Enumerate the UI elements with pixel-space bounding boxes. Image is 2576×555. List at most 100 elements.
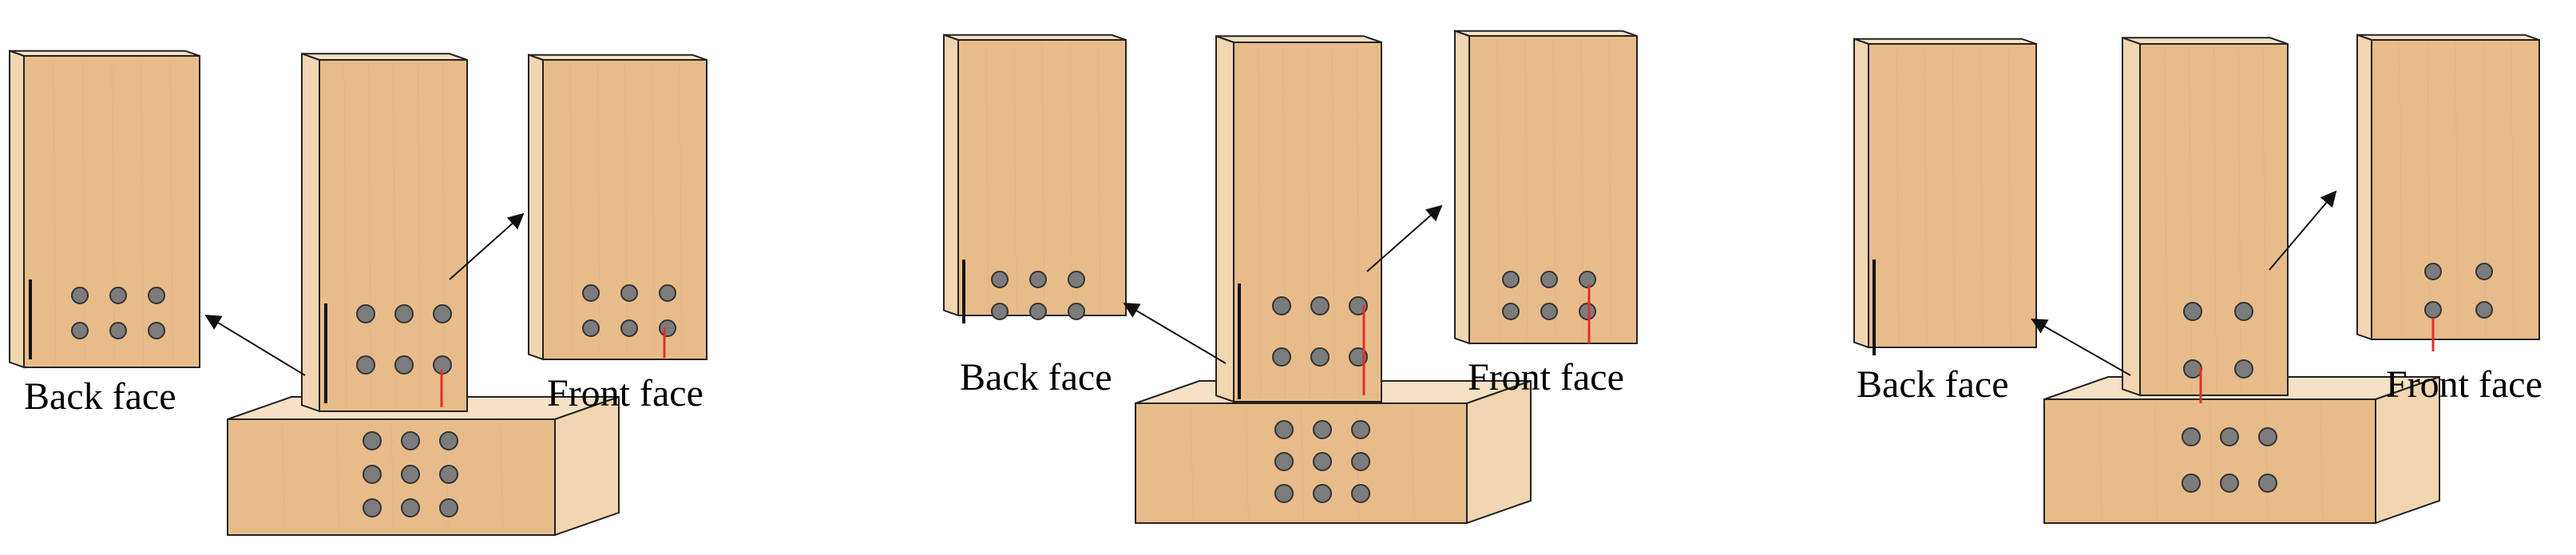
pattern-c-front-face-front xyxy=(2371,39,2540,340)
pattern-a-front-face-hole xyxy=(620,319,638,337)
pattern-a-front-face-hole xyxy=(659,284,676,302)
pattern-b-back-face xyxy=(943,34,1127,317)
pattern-b-column-top xyxy=(1215,35,1382,43)
pattern-c-back-face-side xyxy=(1853,38,1869,349)
pattern-a-column-grain xyxy=(393,62,396,409)
pattern-b-column-front xyxy=(1233,42,1382,402)
pattern-a-beam-hole xyxy=(363,465,382,484)
pattern-c-column-grain xyxy=(2189,46,2193,393)
pattern-c-beam-grain xyxy=(2098,402,2102,521)
pattern-b-beam-hole xyxy=(1274,452,1294,471)
pattern-c-beam-grain xyxy=(2265,402,2269,521)
pattern-c-back-face-grain xyxy=(1924,46,1928,345)
pattern-b-back-face-hole xyxy=(991,303,1009,320)
pattern-a-column-hole xyxy=(433,304,452,323)
pattern-b-arrow-front xyxy=(1366,204,1443,272)
pattern-a-back-face-grain xyxy=(53,58,57,365)
pattern-a-back-face-grain xyxy=(111,58,115,365)
pattern-b-beam-hole xyxy=(1313,420,1332,439)
pattern-a-column-grain xyxy=(442,62,446,409)
pattern-a-beam-grain xyxy=(500,422,504,533)
pattern-c-column-top xyxy=(2122,37,2289,45)
pattern-a-back-face-grain xyxy=(141,58,145,365)
pattern-a-back-face-grain xyxy=(169,58,173,365)
pattern-c-column-grain xyxy=(2213,46,2217,393)
pattern-a-column-grain xyxy=(417,62,421,409)
pattern-b-beam-hole xyxy=(1313,452,1332,471)
pattern-b-beam-hole xyxy=(1313,484,1332,503)
pattern-a-back-face-hole xyxy=(148,322,165,339)
pattern-c-front-label: Front face xyxy=(2386,363,2542,406)
pattern-a-column-grain xyxy=(343,62,347,409)
pattern-a-arrow-back xyxy=(204,314,306,376)
pattern-c-beam-hole xyxy=(2182,474,2201,493)
pattern-c-column-hole xyxy=(2183,359,2202,379)
pattern-c-beam xyxy=(2043,375,2440,525)
pattern-c-front-face-hole xyxy=(2424,263,2442,280)
pattern-c-back-face-grain xyxy=(2007,46,2011,345)
pattern-a-column-grain xyxy=(368,62,372,409)
pattern-b-back-face-grain xyxy=(1069,42,1073,313)
pattern-b-front-face-grain xyxy=(1496,38,1500,341)
pattern-c-back-face-front xyxy=(1868,43,2037,348)
pattern-a-front-face-grain xyxy=(679,62,683,357)
pattern-a-back-face-side xyxy=(9,50,25,369)
pattern-a-column-hole xyxy=(356,355,375,375)
pattern-c-column-side xyxy=(2122,36,2141,397)
pattern-c-front-face-grain xyxy=(2427,42,2431,337)
pattern-b-column-hole xyxy=(1310,347,1330,367)
pattern-b-front-label: Front face xyxy=(1468,356,1624,398)
pattern-a-beam-hole xyxy=(401,431,420,450)
pattern-a-beam-hole xyxy=(363,431,382,450)
pattern-c-column-hole xyxy=(2183,302,2202,321)
pattern-a-back-face-hole xyxy=(71,322,89,339)
pattern-a-beam-hole xyxy=(439,498,458,517)
pattern-b-beam-grain xyxy=(1301,406,1304,521)
pattern-b-column-hole xyxy=(1272,296,1291,315)
pattern-c-front-face-grain xyxy=(2399,42,2403,337)
pattern-b-front-face-grain xyxy=(1608,38,1612,341)
pattern-a-back-face-front xyxy=(23,55,200,368)
pattern-a-front-face-grain xyxy=(624,62,628,357)
pattern-a-front-face-front xyxy=(542,59,707,360)
pattern-b-beam-hole xyxy=(1351,420,1370,439)
pattern-a-back-face-hole xyxy=(71,287,89,304)
pattern-b-back-face-side xyxy=(943,34,959,317)
pattern-a-front-face-grain xyxy=(569,62,573,357)
pattern-b-front-face-grain xyxy=(1552,38,1556,341)
pattern-a-column-hole xyxy=(356,304,375,323)
pattern-c-front-face-grain xyxy=(2483,42,2487,337)
pattern-b-front-face-hole xyxy=(1502,303,1520,320)
pattern-a-front-face-hole xyxy=(582,319,600,337)
pattern-b-front-face-front xyxy=(1468,35,1638,344)
pattern-c-front-face-hole xyxy=(2424,301,2442,319)
pattern-b-column-side xyxy=(1215,34,1234,403)
pattern-a-beam-grain xyxy=(390,422,394,533)
pattern-b-back-face-hole xyxy=(1029,303,1047,320)
pattern-c-back-face xyxy=(1853,38,2037,349)
pattern-b-back-face-grain xyxy=(1041,42,1045,313)
pattern-c-beam-hole xyxy=(2258,474,2277,493)
pattern-a-column-hole xyxy=(394,355,414,375)
pattern-a-back-face-hole xyxy=(148,287,165,304)
pattern-b-front-face-hole xyxy=(1540,271,1558,288)
pattern-c-back-face-grain xyxy=(1896,46,1900,345)
pattern-b-beam-grain xyxy=(1190,406,1194,521)
pattern-b-back-face-front xyxy=(957,39,1127,316)
pattern-c-beam-hole xyxy=(2258,427,2277,446)
pattern-b-beam-hole xyxy=(1274,420,1294,439)
pattern-c-back-face-grain xyxy=(1952,46,1956,345)
pattern-c-beam-grain xyxy=(2209,402,2213,521)
pattern-b-column-grain xyxy=(1258,45,1262,399)
pattern-b-back-label: Back face xyxy=(960,356,1112,398)
pattern-b-beam-front xyxy=(1135,402,1468,524)
pattern-b-back-face-hole xyxy=(991,271,1009,288)
pattern-b-front-face-hole xyxy=(1540,303,1558,320)
pattern-a-front-face-hole xyxy=(659,319,676,337)
pattern-a-column-hole xyxy=(394,304,414,323)
pattern-c-column-grain xyxy=(2164,46,2168,393)
pattern-c-column-hole xyxy=(2234,302,2253,321)
pattern-b-beam-grain xyxy=(1411,406,1415,521)
